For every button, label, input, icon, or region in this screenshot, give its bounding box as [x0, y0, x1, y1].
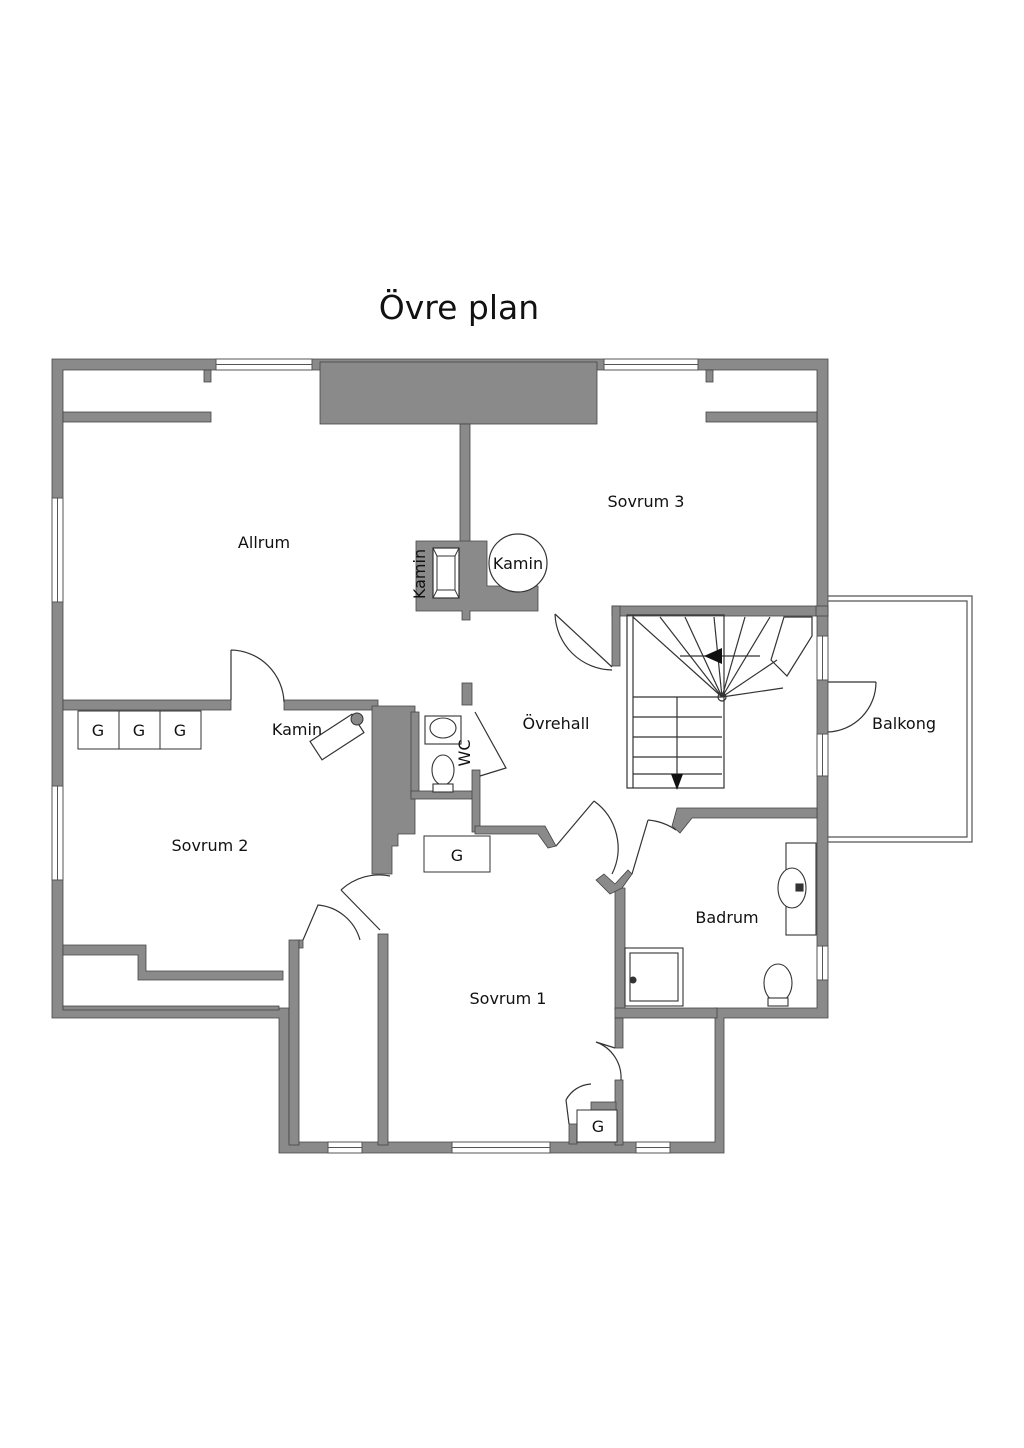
room-label-allrum: Allrum	[238, 533, 290, 552]
doors	[230, 613, 877, 1125]
room-labels: Allrum Sovrum 3 Övrehall Sovrum 2 Sovrum…	[172, 492, 937, 1008]
wardrobe-hall	[423, 835, 491, 873]
windows	[51, 358, 829, 1154]
balcony-outline	[828, 595, 973, 843]
room-label-sovrum3: Sovrum 3	[608, 492, 685, 511]
kamin-label-sovrum3: Kamin	[493, 554, 543, 573]
staircase	[626, 614, 813, 789]
wardrobe-label-closet: G	[592, 1117, 604, 1136]
fireplace-sovrum2	[309, 712, 365, 761]
wc-label: WC	[455, 740, 474, 767]
wardrobe-label-3: G	[174, 721, 186, 740]
wardrobes-sovrum2	[77, 710, 202, 750]
wardrobe-label-1: G	[92, 721, 104, 740]
fixture-labels: Kamin Kamin Kamin WC G G G G G	[92, 549, 604, 1136]
fireplace-allrum	[432, 547, 460, 599]
wardrobe-label-2: G	[133, 721, 145, 740]
room-label-ovrehall: Övrehall	[523, 714, 590, 733]
kamin-label-sovrum2: Kamin	[272, 720, 322, 739]
wardrobe-closet	[576, 1109, 618, 1143]
room-label-sovrum1: Sovrum 1	[470, 989, 547, 1008]
wc-fixtures	[424, 715, 462, 793]
stair-arrows	[671, 648, 722, 790]
wardrobe-label-hall: G	[451, 846, 463, 865]
room-label-balkong: Balkong	[872, 714, 936, 733]
bathroom-fixtures	[624, 842, 817, 1007]
kamin-label-allrum: Kamin	[410, 549, 429, 599]
fireplace-sovrum3	[488, 533, 548, 593]
room-label-sovrum2: Sovrum 2	[172, 836, 249, 855]
page-title: Övre plan	[378, 288, 540, 327]
room-label-badrum: Badrum	[695, 908, 758, 927]
